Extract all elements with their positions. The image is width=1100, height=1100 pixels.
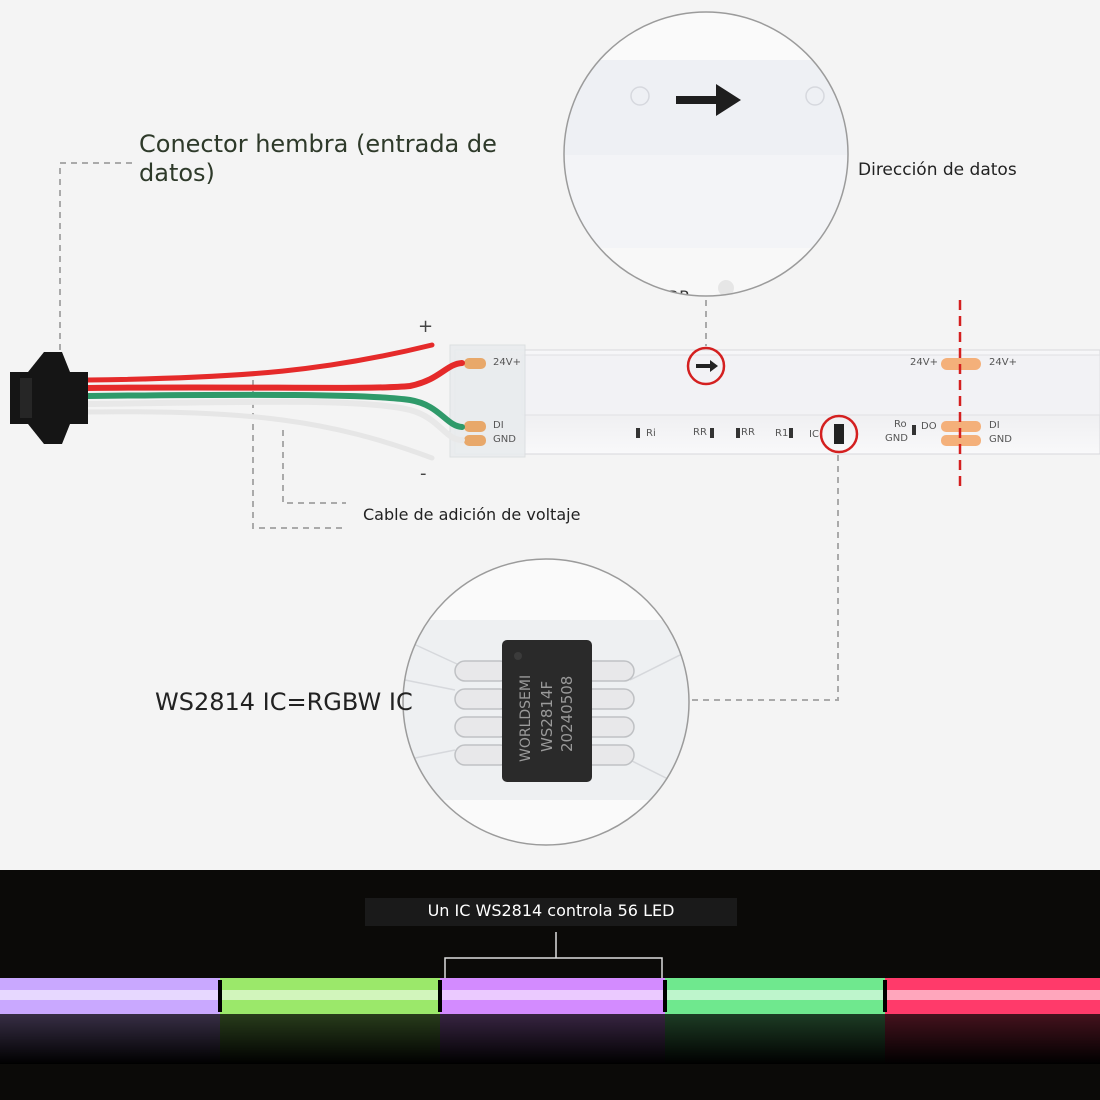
callout-direction: [686, 346, 726, 386]
component-ic: IC: [809, 429, 819, 440]
wire-minus-sign: -: [420, 463, 427, 484]
label-ic-type: WS2814 IC=RGBW IC: [155, 688, 413, 716]
chip-model: WS2814F: [538, 680, 556, 752]
component-rr-2: RR: [741, 427, 755, 438]
callout-ic: [819, 414, 859, 454]
pad-label-right-24v-a: 24V+: [910, 357, 938, 368]
led-strip: [449, 300, 1100, 492]
arrow-right-icon: [696, 360, 718, 372]
label-voltage-cable: Cable de adición de voltaje: [363, 505, 581, 524]
strip-ic: [834, 424, 844, 444]
pad-left-24v: [464, 358, 486, 369]
wire-red-add: [85, 342, 435, 383]
pad-label-left-di: DI: [493, 420, 504, 431]
pad-label-right-gnd: GND: [989, 434, 1012, 445]
pad-left-gnd: [464, 435, 486, 446]
pad-label-ro: Ro: [894, 419, 907, 430]
zoom-ic: [402, 558, 690, 846]
pad-label-left-24v: 24V+: [493, 357, 521, 368]
pad-right-gnd: [941, 435, 981, 446]
leader-connector: [59, 162, 136, 350]
component-r1: R1: [775, 428, 789, 439]
pad-right-di: [941, 421, 981, 432]
label-connector: Conector hembra (entrada de datos): [139, 130, 497, 187]
pad-label-do: DO: [921, 421, 937, 432]
wires: [85, 342, 465, 461]
svg-text:RR: RR: [668, 287, 690, 306]
pad-label-right-di: DI: [989, 420, 1000, 431]
label-ic-controls: Un IC WS2814 controla 56 LED: [365, 898, 737, 926]
wire-red: [85, 360, 465, 391]
leader-lines: [59, 162, 839, 701]
arrow-right-icon: [676, 84, 741, 116]
leader-voltage-a: [282, 430, 346, 504]
connector-icon: [10, 352, 88, 444]
pad-label-gnd-mid: GND: [885, 433, 908, 444]
component-ri: Ri: [646, 428, 656, 439]
chip-date: 20240508: [558, 675, 576, 752]
chip-icon: [502, 640, 592, 782]
zoom-data-direction: RR: [563, 11, 849, 306]
component-rr-1: RR: [693, 427, 707, 438]
wire-green: [85, 391, 465, 430]
pad-label-left-gnd: GND: [493, 434, 516, 445]
leader-voltage-b: [252, 380, 346, 529]
pad-left-di: [464, 421, 486, 432]
pad-label-right-24v-b: 24V+: [989, 357, 1017, 368]
chip-brand: WORLDSEMI: [518, 674, 534, 762]
label-data-direction: Dirección de datos: [858, 160, 1017, 180]
wire-plus-sign: +: [418, 316, 434, 337]
leader-ic: [690, 455, 839, 701]
wire-white: [85, 398, 465, 443]
wire-white-add: [85, 409, 435, 461]
led-bracket: [444, 957, 663, 978]
